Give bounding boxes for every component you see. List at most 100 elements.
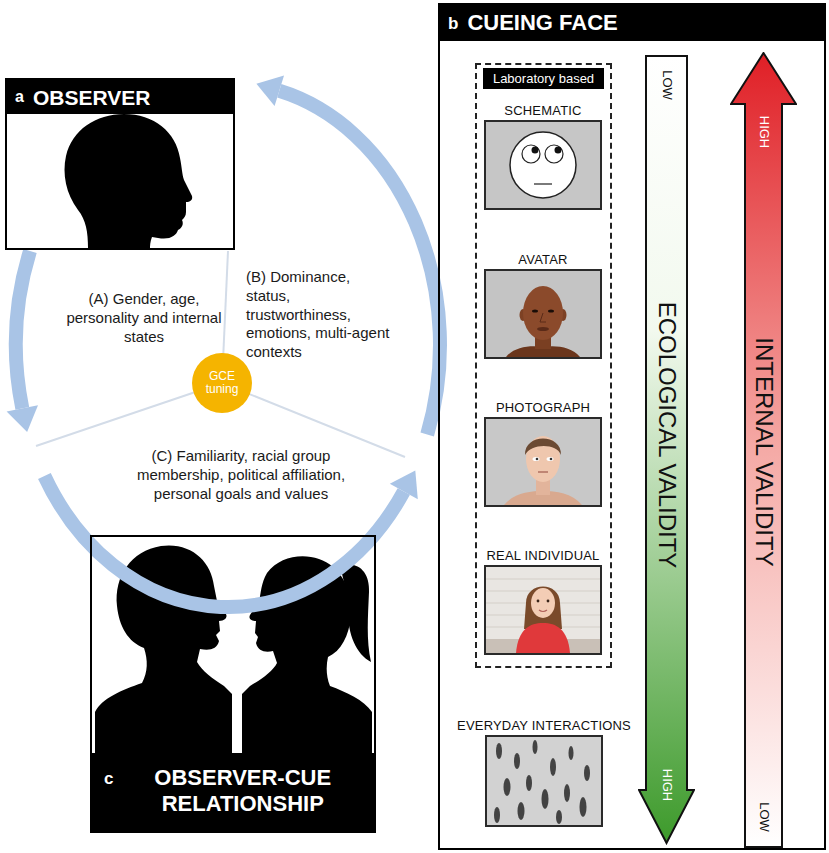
- cycle-arrowhead: [7, 405, 38, 432]
- walker: [550, 758, 556, 776]
- circle-label: GCE tuning: [192, 370, 252, 396]
- mouth: [537, 327, 549, 331]
- schematic-picture: [486, 122, 600, 208]
- eye: [533, 457, 540, 461]
- face-outline: [510, 132, 576, 198]
- panel-letter: c: [104, 770, 113, 787]
- axis-end-label: HIGH: [660, 769, 673, 802]
- arrow-outline: [639, 56, 694, 843]
- walker: [526, 775, 532, 791]
- nose: [540, 313, 546, 322]
- laboratory-group: Laboratory basedSCHEMATIC AVATAR PHOTOGRAP…: [475, 63, 612, 668]
- photograph-picture: [486, 419, 600, 505]
- axis-end-label: HIGH: [757, 116, 770, 149]
- woman-ponytail: [340, 564, 371, 662]
- picture-ground: [486, 419, 600, 505]
- observer-silhouette: [65, 114, 193, 248]
- crowd: [494, 740, 590, 824]
- head-profile: [65, 114, 193, 248]
- panel-header: a OBSERVER: [7, 80, 233, 114]
- picture-ground: [487, 737, 601, 825]
- picture-ground: [486, 271, 600, 357]
- picture-ground: [486, 567, 600, 653]
- mouth: [538, 471, 548, 473]
- axis-title: INTERNAL VALIDITY: [752, 337, 776, 566]
- walker: [494, 807, 500, 823]
- shirt: [516, 623, 570, 653]
- ecological-validity-arrow: LOWECOLOGICAL VALIDITYHIGH: [638, 55, 695, 845]
- internal-validity-arrow: HIGH INTERNAL VALIDITY LOW: [730, 52, 797, 848]
- cycle-arc: [16, 251, 30, 408]
- group-title: Laboratory based: [493, 72, 594, 85]
- panel-title: OBSERVER-CUE RELATIONSHIP: [121, 765, 364, 818]
- pupil: [532, 147, 539, 154]
- head: [523, 286, 563, 340]
- schematic-stimulus: SCHEMATIC: [484, 120, 602, 210]
- eye: [547, 600, 550, 603]
- face: [531, 588, 555, 618]
- man-profile: [95, 545, 232, 757]
- hair: [525, 439, 561, 456]
- panel-title: CUEING FACE: [467, 12, 617, 34]
- walker: [584, 765, 590, 781]
- cycle-arrowhead: [256, 76, 284, 107]
- walker: [504, 778, 511, 796]
- gce-tuning-circle: GCE tuning: [192, 353, 252, 413]
- photograph-stimulus: PHOTOGRAPH: [484, 417, 602, 507]
- relationship-panel: c OBSERVER-CUE RELATIONSHIP: [90, 535, 376, 833]
- walker: [518, 802, 525, 820]
- cycle-arrowhead: [390, 470, 418, 499]
- sector-dividers: [36, 251, 405, 457]
- brick-line: [486, 579, 600, 580]
- everyday-stimulus: EVERYDAY INTERACTIONS: [485, 735, 603, 827]
- avatar-stimulus: AVATAR: [484, 269, 602, 359]
- walker: [533, 740, 538, 754]
- mouth: [539, 610, 547, 612]
- eye: [537, 600, 540, 603]
- group-header: Laboratory based: [483, 68, 604, 89]
- axis-end-label: LOW: [757, 802, 770, 832]
- stimulus-label: EVERYDAY INTERACTIONS: [457, 719, 631, 732]
- walker: [569, 746, 574, 760]
- axis-end-label: LOW: [660, 70, 673, 100]
- picture-ground: [486, 122, 600, 208]
- pupil: [550, 458, 553, 461]
- panel-title: OBSERVER: [33, 87, 150, 108]
- stimulus-label: PHOTOGRAPH: [496, 401, 590, 414]
- stimulus-label: SCHEMATIC: [504, 104, 581, 117]
- panel-header: b CUEING FACE: [440, 5, 824, 41]
- sector-label: (B) Dominance, status, trustworthiness, …: [246, 268, 396, 362]
- cycle-arrows: [7, 76, 440, 608]
- sector-label: (C) Familiarity, racial group membership…: [128, 447, 354, 503]
- walker: [580, 797, 587, 817]
- mouth: [534, 183, 552, 184]
- walker: [514, 753, 520, 769]
- eye: [522, 145, 540, 163]
- eye: [545, 145, 563, 163]
- real-individual-stimulus: REAL INDIVIDUAL: [484, 565, 602, 655]
- cueing-face-panel: b CUEING FACE Laboratory basedSCHEMATIC AVA…: [438, 3, 826, 850]
- stimulus-label: AVATAR: [518, 253, 567, 266]
- walker: [496, 743, 502, 759]
- walker: [542, 789, 549, 809]
- stimulus-label: REAL INDIVIDUAL: [486, 549, 599, 562]
- hair: [524, 587, 562, 630]
- real-individual-picture: [486, 567, 600, 653]
- pupil: [536, 458, 539, 461]
- everyday-picture: [487, 737, 601, 825]
- cycle-arc: [279, 91, 440, 435]
- avatar-picture: [486, 271, 600, 357]
- eye: [532, 309, 538, 312]
- pupil: [555, 147, 562, 154]
- observer-panel: a OBSERVER: [5, 78, 235, 250]
- walker: [564, 784, 570, 802]
- eye: [547, 457, 554, 461]
- panel-header: c OBSERVER-CUE RELATIONSHIP: [92, 753, 374, 831]
- eye: [548, 309, 554, 312]
- walker: [556, 810, 562, 824]
- arrow-outline: [731, 53, 796, 847]
- panel-letter: a: [15, 89, 24, 105]
- panel-letter: b: [448, 15, 458, 32]
